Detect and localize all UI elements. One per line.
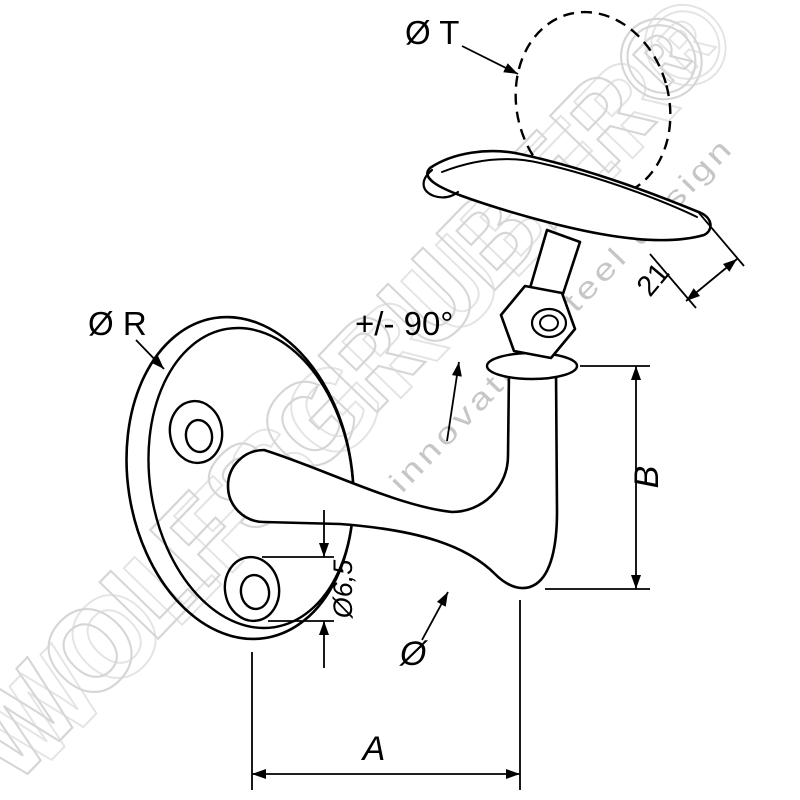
swivel-washer xyxy=(485,351,579,381)
saddle-body xyxy=(426,149,712,242)
label-arm-diameter: Ø xyxy=(399,635,429,673)
label-hole-diameter: Ø6,5 xyxy=(328,559,358,620)
watermark: WOLFSGRUBER® WOLFSGRUBER® innovative ste… xyxy=(0,0,766,800)
wall-plate xyxy=(125,315,355,641)
label-tube-diameter: Ø T xyxy=(405,14,459,51)
mounting-hole-top-countersink xyxy=(168,399,224,465)
leader-arm-diameter xyxy=(421,591,449,641)
label-saddle-dim: 21 xyxy=(631,257,676,302)
saddle-left-lip xyxy=(422,168,460,199)
mounting-hole-bottom-bore xyxy=(239,573,271,611)
label-plate-diameter: Ø R xyxy=(88,305,147,342)
nut-bore-outer xyxy=(530,307,568,339)
annotations: Ø T Ø R +/- 90° 21 B Ø6,5 Ø A xyxy=(88,14,745,790)
leader-swivel-angle xyxy=(446,361,462,442)
label-height-dim: B xyxy=(628,466,666,489)
dim-line-21 xyxy=(685,258,738,302)
label-projection-dim: A xyxy=(361,730,386,768)
support-arm xyxy=(226,368,559,590)
wall-plate-face xyxy=(147,326,355,630)
saddle-rolled-edge-line xyxy=(441,158,698,218)
leader-plate-diameter xyxy=(135,339,165,370)
nut-bore-inner xyxy=(539,314,559,332)
hex-nut xyxy=(499,284,577,360)
saddle xyxy=(422,149,712,242)
watermark-brand-outline: WOLFSGRUBER® xyxy=(0,0,742,800)
ext-line-21-top xyxy=(698,212,745,267)
label-swivel-angle: +/- 90° xyxy=(355,305,454,342)
mounting-hole-top-bore xyxy=(184,418,214,454)
leader-tube-diameter xyxy=(461,45,519,75)
mounting-hole-bottom-countersink xyxy=(223,555,281,623)
